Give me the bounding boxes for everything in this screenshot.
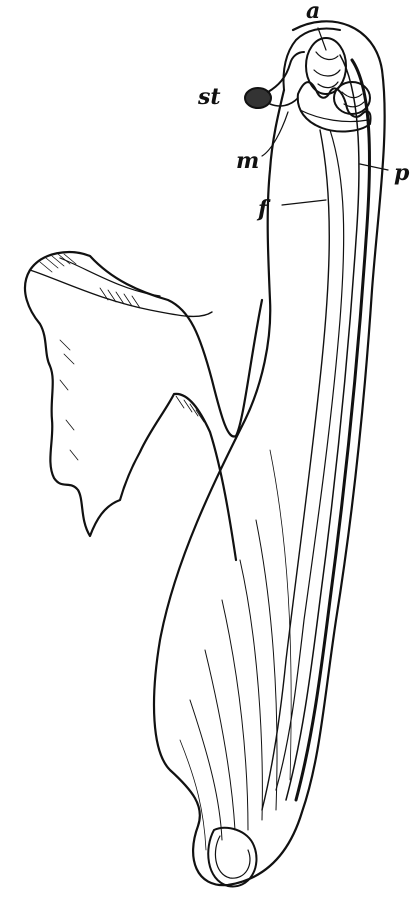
petal-inner-stripe-2 [286,55,359,800]
label-a: a [306,0,320,22]
corolla-tube-outline [154,21,385,885]
stigma-connector [270,98,298,106]
lateral-lobe-outline [25,252,262,560]
tube-hatch-7 [270,450,291,780]
filament-fingers [298,82,371,131]
leader-f [282,200,326,205]
stigma-st [245,88,271,108]
label-st: st [198,86,221,108]
filament-line [262,130,329,810]
lateral-lobe-fold [30,270,212,316]
lateral-lobe-edge [60,258,160,296]
spur-loop-inner [215,836,250,878]
tube-hatch-5 [256,520,277,810]
label-f: f [258,198,267,220]
label-p: p [394,162,409,184]
tube-hatch-4 [240,560,262,820]
lobe-hatch-3 [60,340,78,460]
petal-inner-stripe-3 [276,130,344,790]
tube-hatch-2 [205,650,235,830]
label-m: m [236,150,259,172]
tube-hatch-1 [190,700,222,840]
anther-a-shading [314,52,340,88]
tube-hatch-3 [222,600,248,830]
